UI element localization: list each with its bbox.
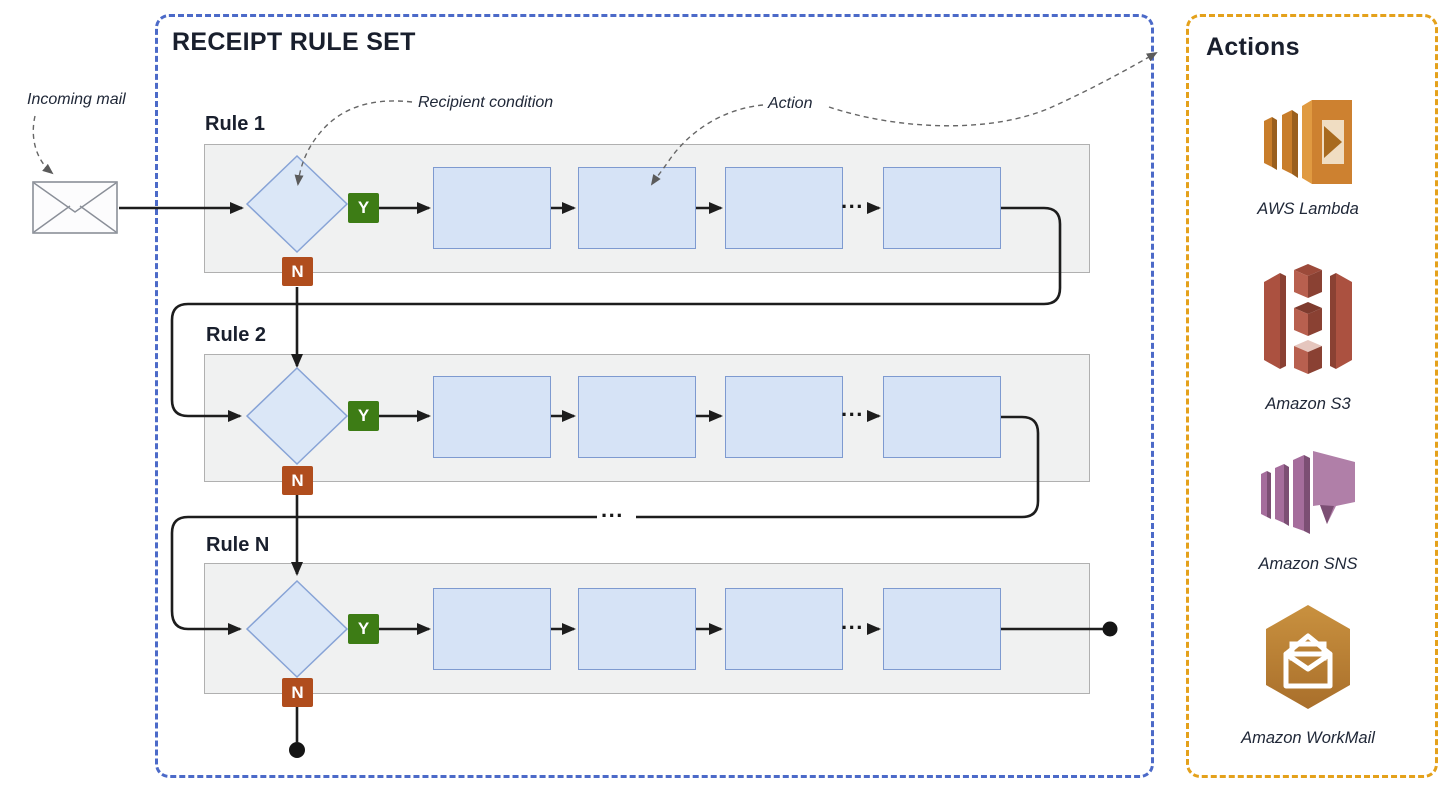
amazon-sns-icon	[1258, 443, 1358, 545]
receipt-rule-set-title: RECEIPT RULE SET	[172, 28, 416, 56]
action-label: Action	[768, 95, 813, 112]
rule-1-label: Rule 1	[205, 113, 266, 135]
action-box-n-3	[725, 588, 843, 670]
no-badge-n: N	[282, 678, 313, 707]
annotation-arrow-action-left	[650, 104, 764, 186]
action-box-1-4	[883, 167, 1001, 249]
connector-rule2-wrap-to-rulen	[170, 515, 597, 635]
incoming-mail-label: Incoming mail	[27, 91, 126, 108]
no-badge-1: N	[282, 257, 313, 286]
end-terminal-bottom	[289, 742, 305, 758]
receipt-rule-set-panel	[155, 14, 1154, 778]
service-label-amazon-sns: Amazon SNS	[1258, 555, 1358, 573]
recipient-condition-diamond-1	[245, 154, 349, 254]
action-box-1-3	[725, 167, 843, 249]
service-label-amazon-workmail: Amazon WorkMail	[1241, 729, 1375, 747]
rule-2-label: Rule 2	[206, 324, 267, 346]
action-box-n-2	[578, 588, 696, 670]
action-box-n-1	[433, 588, 551, 670]
connector-rule1-wrap-to-rule2	[170, 206, 1062, 422]
annotation-arrow-incoming-mail	[32, 115, 54, 175]
amazon-workmail-icon	[1260, 602, 1356, 712]
yes-badge-n: Y	[348, 614, 379, 644]
no-badge-2: N	[282, 466, 313, 495]
rule-n-label: Rule N	[206, 534, 270, 556]
action-box-2-1	[433, 376, 551, 458]
action-box-1-2	[578, 167, 696, 249]
ellipsis-rule-n: ...	[841, 609, 864, 634]
incoming-mail-envelope-icon	[32, 181, 118, 234]
recipient-condition-diamond-n	[245, 579, 349, 679]
ellipsis-rule-2: ...	[841, 396, 864, 421]
actions-title: Actions	[1206, 33, 1300, 61]
action-box-2-3	[725, 376, 843, 458]
recipient-condition-diamond-2	[245, 366, 349, 466]
action-box-1-1	[433, 167, 551, 249]
actions-panel	[1186, 14, 1438, 778]
recipient-condition-label: Recipient condition	[418, 94, 554, 111]
ellipsis-wrap-line: ...	[601, 497, 624, 522]
ellipsis-rule-1: ...	[841, 188, 864, 213]
connector-rule2-wrap-right	[636, 415, 1040, 519]
annotation-arrow-action-to-panel	[828, 52, 1158, 127]
aws-lambda-icon	[1262, 88, 1354, 196]
end-terminal-right	[1102, 621, 1118, 637]
action-box-n-4	[883, 588, 1001, 670]
annotation-arrow-recipient-condition	[294, 100, 413, 186]
action-box-2-2	[578, 376, 696, 458]
yes-badge-1: Y	[348, 193, 379, 223]
amazon-s3-icon	[1260, 262, 1356, 380]
yes-badge-2: Y	[348, 401, 379, 431]
service-label-amazon-s3: Amazon S3	[1265, 395, 1351, 413]
service-label-aws-lambda: AWS Lambda	[1257, 200, 1359, 218]
action-box-2-4	[883, 376, 1001, 458]
